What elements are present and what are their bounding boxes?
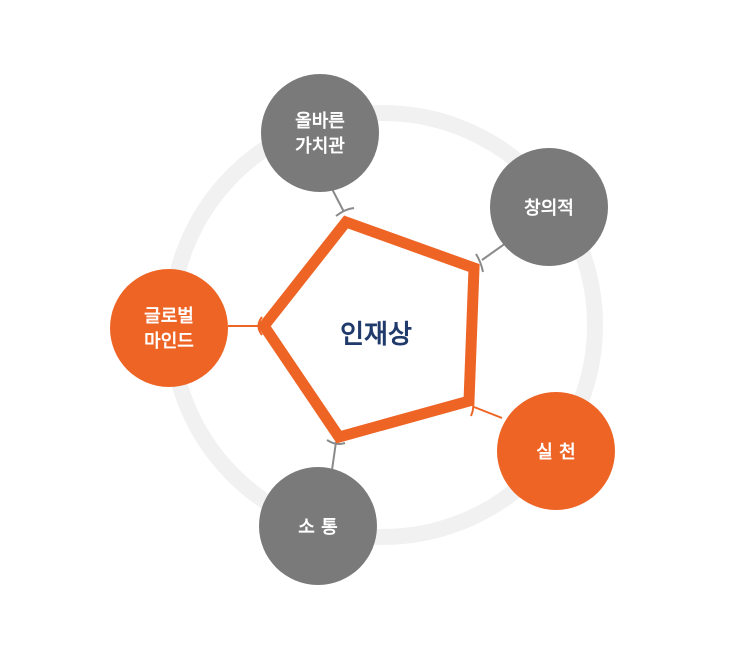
node-practice-circle — [497, 392, 615, 510]
node-practice[interactable]: 실 천 — [497, 392, 615, 510]
node-creativity-line1: 창의적 — [524, 198, 574, 219]
center-label: 인재상 — [340, 320, 412, 350]
node-communication-line1: 소 통 — [298, 517, 337, 538]
connector-communication — [326, 439, 346, 471]
node-global-mind[interactable]: 글로벌 마인드 — [110, 269, 228, 387]
node-values[interactable]: 올바른 가치관 — [261, 74, 379, 192]
node-global-mind-circle — [110, 269, 228, 387]
connector-practice — [470, 397, 503, 419]
connector-global-mind — [228, 316, 263, 336]
node-creativity[interactable]: 창의적 — [490, 148, 608, 266]
node-communication[interactable]: 소 통 — [259, 467, 377, 585]
node-practice-line1: 실 천 — [536, 442, 575, 463]
node-values-line1: 올바른 — [295, 111, 345, 132]
node-values-line2: 가치관 — [295, 136, 345, 157]
node-creativity-circle — [490, 148, 608, 266]
center-pentagon — [257, 215, 480, 444]
node-communication-circle — [259, 467, 377, 585]
node-global-mind-line2: 마인드 — [144, 331, 194, 352]
connector-creativity — [475, 242, 507, 273]
node-values-circle — [261, 74, 379, 192]
node-global-mind-line1: 글로벌 — [144, 306, 194, 327]
